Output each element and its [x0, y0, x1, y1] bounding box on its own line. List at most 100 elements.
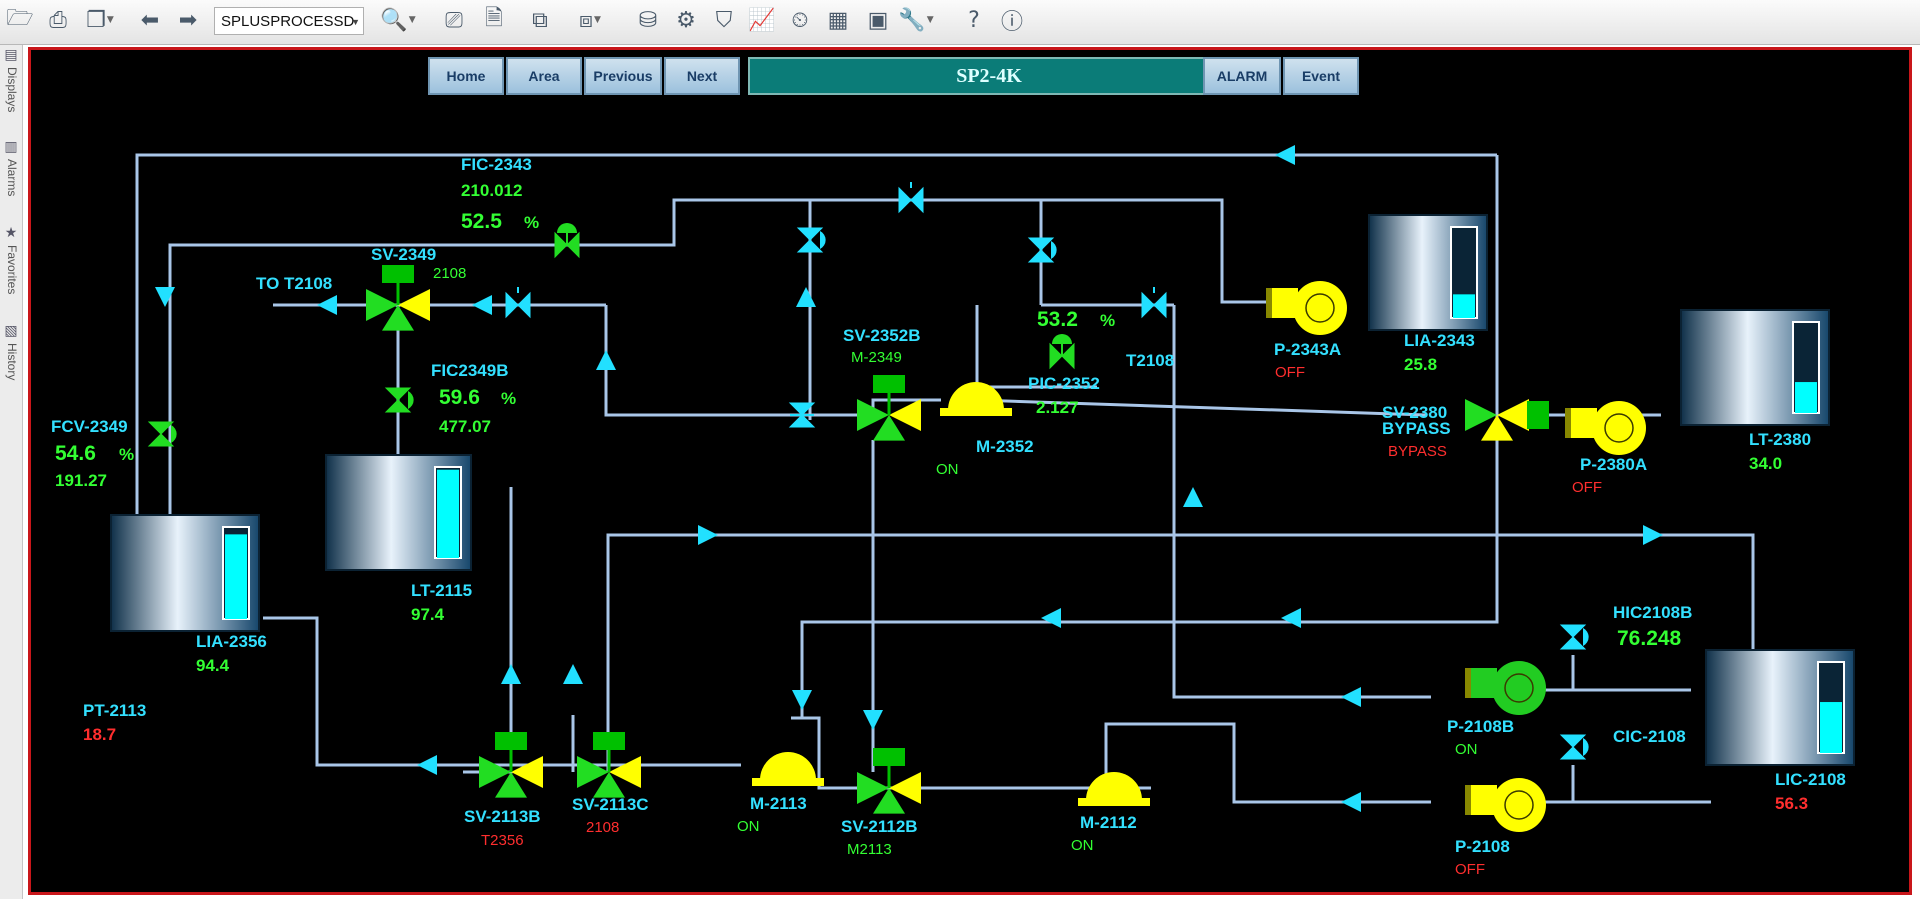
sv2380-valve — [1465, 399, 1497, 431]
pic2352-tag[interactable]: PIC-2352 — [1028, 374, 1100, 393]
process-display: Home Area Previous Next SP2-4K ALARM Eve… — [28, 47, 1912, 895]
sidebar-favorites-label: Favorites — [5, 245, 19, 295]
forward-arrow-icon[interactable]: ➡ — [178, 7, 198, 33]
fcv2349-output: 54.6 — [55, 442, 96, 465]
m2352-state: ON — [936, 461, 959, 478]
sv2380-tag[interactable]: SV-2380 — [1382, 403, 1448, 422]
monitor-icon[interactable]: ▣ — [867, 7, 889, 33]
info-icon[interactable]: ⓘ — [1000, 10, 1023, 35]
display-select[interactable]: SPLUSPROCESSD▼ — [214, 7, 364, 35]
previous-button[interactable]: Previous — [584, 57, 662, 95]
chevron-down-icon[interactable]: ▼ — [106, 15, 114, 25]
sv2380-actuator — [1527, 401, 1549, 429]
clock-icon[interactable]: ⏲ — [791, 7, 809, 33]
lia2356-tag[interactable]: LIA-2356 — [196, 632, 267, 651]
alarm-button[interactable]: ALARM — [1203, 57, 1281, 95]
bar-chart-icon[interactable]: ▦ — [827, 7, 849, 33]
p2343a-tag[interactable]: P-2343A — [1274, 340, 1342, 359]
open-folder-icon[interactable]: 🗁 — [6, 6, 34, 31]
mixer-m2112-base — [1078, 798, 1150, 806]
fic2349b-output: 59.6 — [439, 386, 480, 409]
m2113-tag[interactable]: M-2113 — [750, 794, 807, 813]
sidebar-favorites[interactable]: ★ Favorites — [1, 225, 21, 294]
report-icon[interactable]: 🗎 — [485, 6, 503, 31]
pt2113-tag[interactable]: PT-2113 — [83, 701, 147, 720]
sv2380-sub: BYPASS — [1382, 419, 1451, 438]
windows-icon[interactable]: ❐▼ — [86, 7, 114, 33]
search-tools-icon[interactable]: 🔍▼ — [380, 7, 416, 33]
actuator — [557, 223, 577, 233]
m2112-tag[interactable]: M-2112 — [1080, 813, 1137, 832]
display-icon[interactable]: ⎚ — [445, 7, 463, 33]
lia2343-tag[interactable]: LIA-2343 — [1404, 331, 1475, 350]
p2380a-tag[interactable]: P-2380A — [1580, 455, 1648, 474]
help-icon[interactable]: ? — [968, 7, 980, 33]
group-icon[interactable]: ⧉ — [532, 7, 548, 33]
p2108b-tag[interactable]: P-2108B — [1447, 717, 1515, 736]
print-icon[interactable]: ⎙ — [49, 7, 67, 33]
lic2108-value: 56.3 — [1775, 794, 1809, 813]
sidebar-alarms[interactable]: ▥Alarms — [1, 139, 21, 196]
mixer-m2113 — [760, 752, 816, 780]
pump-p2380a-impeller — [1604, 413, 1634, 443]
pump-p2343a-flange — [1266, 288, 1272, 318]
chevron-down-icon[interactable]: ▼ — [926, 15, 934, 25]
lt2380-tag[interactable]: LT-2380 — [1749, 430, 1812, 449]
flow-arrow — [1041, 608, 1061, 628]
lt2115-tag[interactable]: LT-2115 — [411, 581, 473, 600]
cic2108-tag[interactable]: CIC-2108 — [1613, 727, 1686, 746]
group-remove-icon[interactable]: ⧈▼ — [579, 7, 601, 33]
sv2113b-valve-c — [495, 772, 527, 798]
fic2349b-valve — [384, 387, 412, 413]
next-button[interactable]: Next — [664, 57, 740, 95]
trend-chart-icon[interactable]: 📈 — [748, 7, 776, 33]
pump-p2108b-motor — [1469, 668, 1497, 698]
p2108-tag[interactable]: P-2108 — [1455, 837, 1510, 856]
pump-p2343a — [1293, 281, 1347, 335]
settings-icon[interactable]: ⚙ — [676, 7, 696, 33]
database-icon[interactable]: ⛁ — [638, 7, 658, 33]
tools-icon[interactable]: 🔧▼ — [898, 7, 934, 33]
sv2113c-valve-b — [609, 756, 641, 788]
m2352-tag[interactable]: M-2352 — [976, 437, 1034, 456]
sv2352b-valve-b — [889, 399, 921, 431]
fic2343-value: 210.012 — [461, 181, 523, 200]
chevron-down-icon[interactable]: ▼ — [594, 15, 601, 25]
tag-icon[interactable]: ⛉ — [715, 7, 733, 33]
sv2112b-valve-b — [889, 772, 921, 804]
sidebar-history[interactable]: ▧History — [1, 323, 21, 380]
flow-arrow — [796, 287, 816, 307]
fic2343-tag[interactable]: FIC-2343 — [461, 155, 532, 174]
m2113-state: ON — [737, 818, 760, 835]
sv2112b-valve-actuator — [873, 748, 905, 766]
sidebar-history-label: History — [5, 343, 19, 381]
lic2108-tag[interactable]: LIC-2108 — [1775, 770, 1846, 789]
sv2112b-tag[interactable]: SV-2112B — [841, 817, 918, 836]
hic2108b-value: 76.248 — [1617, 627, 1682, 650]
actuator — [820, 231, 826, 249]
pipe-segment — [606, 533, 1755, 772]
sv2352b-tag[interactable]: SV-2352B — [843, 326, 921, 345]
home-button[interactable]: Home — [428, 57, 504, 95]
back-arrow-icon[interactable]: ⬅ — [140, 7, 160, 33]
level-fill-lia2343 — [1453, 294, 1475, 318]
fic2349b-tag[interactable]: FIC2349B — [431, 361, 509, 380]
event-button[interactable]: Event — [1283, 57, 1359, 95]
sidebar-displays[interactable]: ▤Displays — [1, 47, 21, 112]
hic2108b-tag[interactable]: HIC2108B — [1613, 603, 1693, 622]
fcv2349-tag[interactable]: FCV-2349 — [51, 417, 128, 436]
flow-arrow — [417, 755, 437, 775]
sv2352b-valve-c — [873, 415, 905, 441]
sv2113c-tag[interactable]: SV-2113C — [572, 795, 649, 814]
chevron-down-icon[interactable]: ▼ — [408, 15, 416, 25]
area-button[interactable]: Area — [506, 57, 582, 95]
pic2352-unit: % — [1100, 311, 1116, 330]
pt2113-value: 18.7 — [83, 725, 117, 744]
sv2349-valve-c — [382, 305, 414, 331]
sv2113b-tag[interactable]: SV-2113B — [464, 807, 541, 826]
sv2349-tag[interactable]: SV-2349 — [371, 245, 437, 264]
star-icon: ★ — [4, 225, 18, 241]
chevron-down-icon[interactable]: ▼ — [351, 17, 360, 27]
pump-p2108b — [1492, 661, 1546, 715]
p2343a-state: OFF — [1275, 364, 1305, 381]
